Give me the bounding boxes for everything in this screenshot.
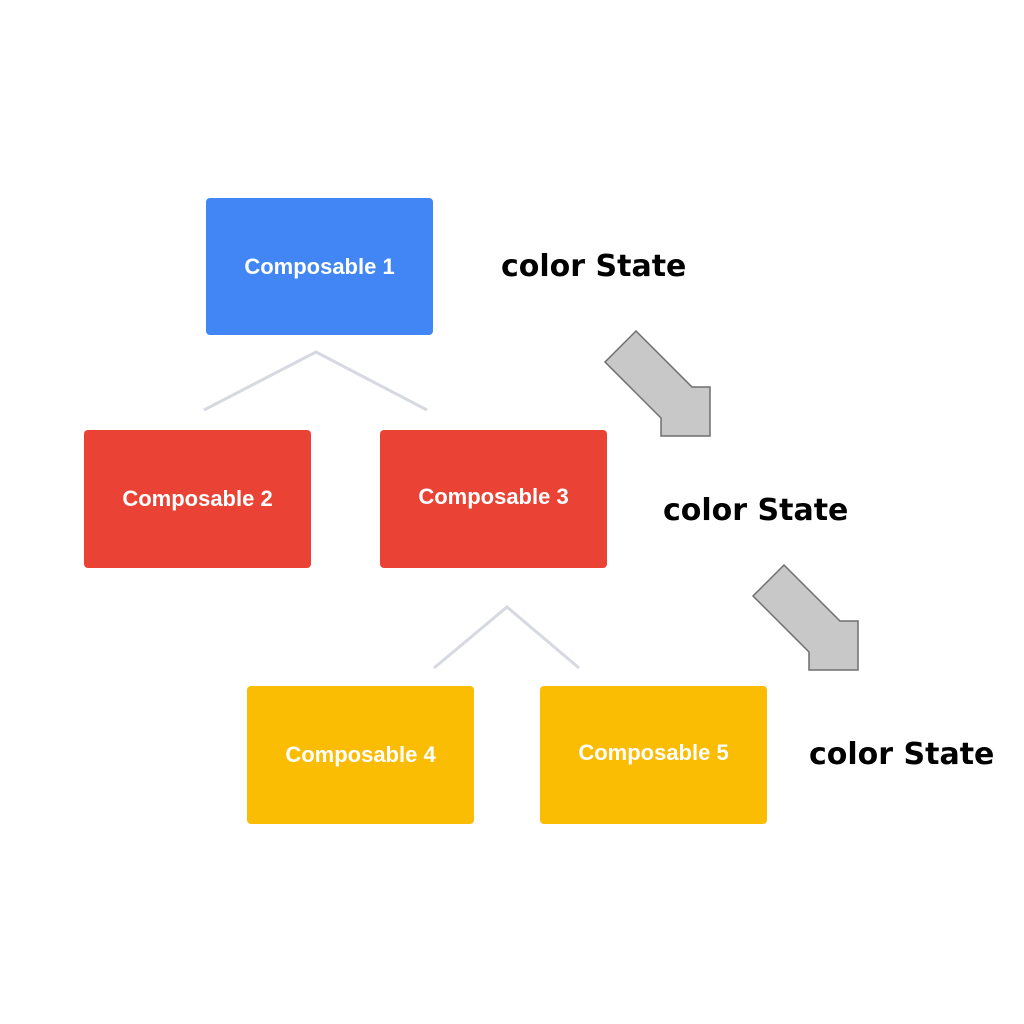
composable-1-node: Composable 1 <box>206 198 433 335</box>
composable-4-node: Composable 4 <box>247 686 474 824</box>
color-state-label-level-1: color State <box>501 249 687 284</box>
composable-2-label: Composable 2 <box>122 486 273 511</box>
composable-2-node: Composable 2 <box>84 430 311 568</box>
composable-5-node: Composable 5 <box>540 686 767 824</box>
connector-1-to-2-3 <box>203 350 428 412</box>
composable-4-label: Composable 4 <box>285 742 436 767</box>
arrow-down-right-icon <box>751 563 859 671</box>
color-state-label-level-3: color State <box>809 737 995 772</box>
color-state-label-level-2: color State <box>663 493 849 528</box>
arrow-down-right-icon <box>603 329 711 437</box>
composable-3-node: Composable 3 <box>380 430 607 568</box>
composable-5-label: Composable 5 <box>578 740 729 765</box>
composable-1-label: Composable 1 <box>244 253 395 279</box>
composable-3-label: Composable 3 <box>418 484 569 509</box>
connector-3-to-4-5 <box>433 605 580 670</box>
